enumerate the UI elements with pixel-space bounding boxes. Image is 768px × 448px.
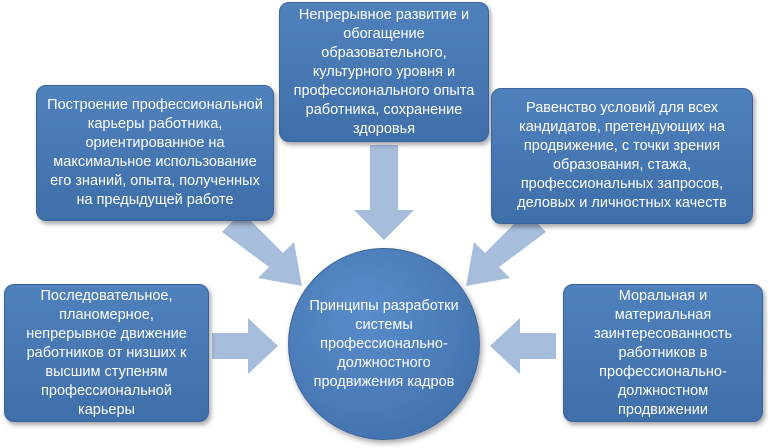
arrow-top (354, 145, 414, 240)
node-top-text: Непрерывное развитие и обогащение образо… (293, 6, 475, 137)
center-text: Принципы разработки системы профессионал… (309, 297, 459, 390)
node-top: Непрерывное развитие и обогащение образо… (279, 2, 489, 142)
node-upper-right: Равенство условий для всех кандидатов, п… (491, 88, 753, 224)
arrow-upper-right (466, 212, 546, 286)
node-upper-right-text: Равенство условий для всех кандидатов, п… (517, 100, 727, 211)
arrow-upper-left (222, 212, 302, 286)
arrow-left (212, 318, 278, 374)
node-upper-left: Построение профессиональной карьеры рабо… (36, 85, 274, 221)
node-lower-left: Последовательное, планомерное, непрерывн… (4, 284, 209, 422)
arrow-right (490, 318, 556, 374)
node-lower-right: Моральная и материальная заинтересованно… (563, 284, 763, 422)
node-lower-left-text: Последовательное, планомерное, непрерывн… (26, 287, 187, 418)
node-lower-right-text: Моральная и материальная заинтересованно… (593, 287, 733, 418)
center-circle: Принципы разработки системы профессионал… (288, 248, 480, 440)
node-upper-left-text: Построение профессиональной карьеры рабо… (47, 97, 263, 208)
